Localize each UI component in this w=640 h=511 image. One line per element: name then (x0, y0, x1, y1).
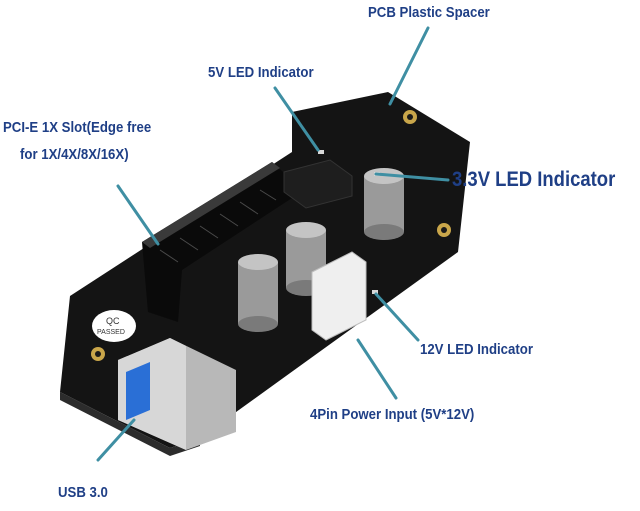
label-33v-led-indicator: 3.3V LED Indicator (452, 168, 616, 191)
pointer-led-5v (273, 86, 320, 152)
label-pcie-slot-line1: PCI-E 1X Slot(Edge free (3, 119, 152, 136)
pointer-led-33v (374, 172, 450, 182)
pcie-slot-contacts (159, 189, 277, 263)
pointer-usb (96, 418, 136, 462)
usb-port-face (118, 338, 186, 450)
led-5v (318, 150, 324, 154)
led-12v (372, 290, 378, 294)
pointer-pcb-spacer (388, 26, 430, 106)
label-pcie-slot-line2: for 1X/4X/8X/16X) (20, 146, 129, 163)
power-connector-4pin (311, 251, 367, 341)
label-4pin-power-input: 4Pin Power Input (5V*12V) (310, 406, 475, 423)
qc-sticker (92, 310, 136, 342)
qc-sticker-line2: PASSED (97, 329, 125, 336)
pointer-power-input (356, 338, 398, 400)
capacitor-1 (364, 168, 404, 240)
label-5v-led-indicator: 5V LED Indicator (208, 64, 314, 81)
label-12v-led-indicator: 12V LED Indicator (420, 341, 533, 358)
pointer-led-12v (374, 292, 420, 342)
label-pcb-plastic-spacer: PCB Plastic Spacer (368, 4, 490, 21)
capacitor-3 (238, 254, 278, 332)
pointer-pcie-slot (116, 184, 160, 246)
voltage-regulator (283, 159, 353, 209)
mount-hole-right-center (441, 227, 447, 233)
pcie-slot (142, 162, 292, 322)
pcie-slot-top (142, 162, 280, 248)
label-usb-3: USB 3.0 (58, 484, 108, 501)
pointer-lines (96, 26, 450, 462)
spacer-hole-center (407, 114, 413, 120)
qc-sticker-line1: QC (106, 316, 120, 326)
usb-port-insert (126, 362, 150, 420)
mount-hole-left-center (95, 351, 101, 357)
